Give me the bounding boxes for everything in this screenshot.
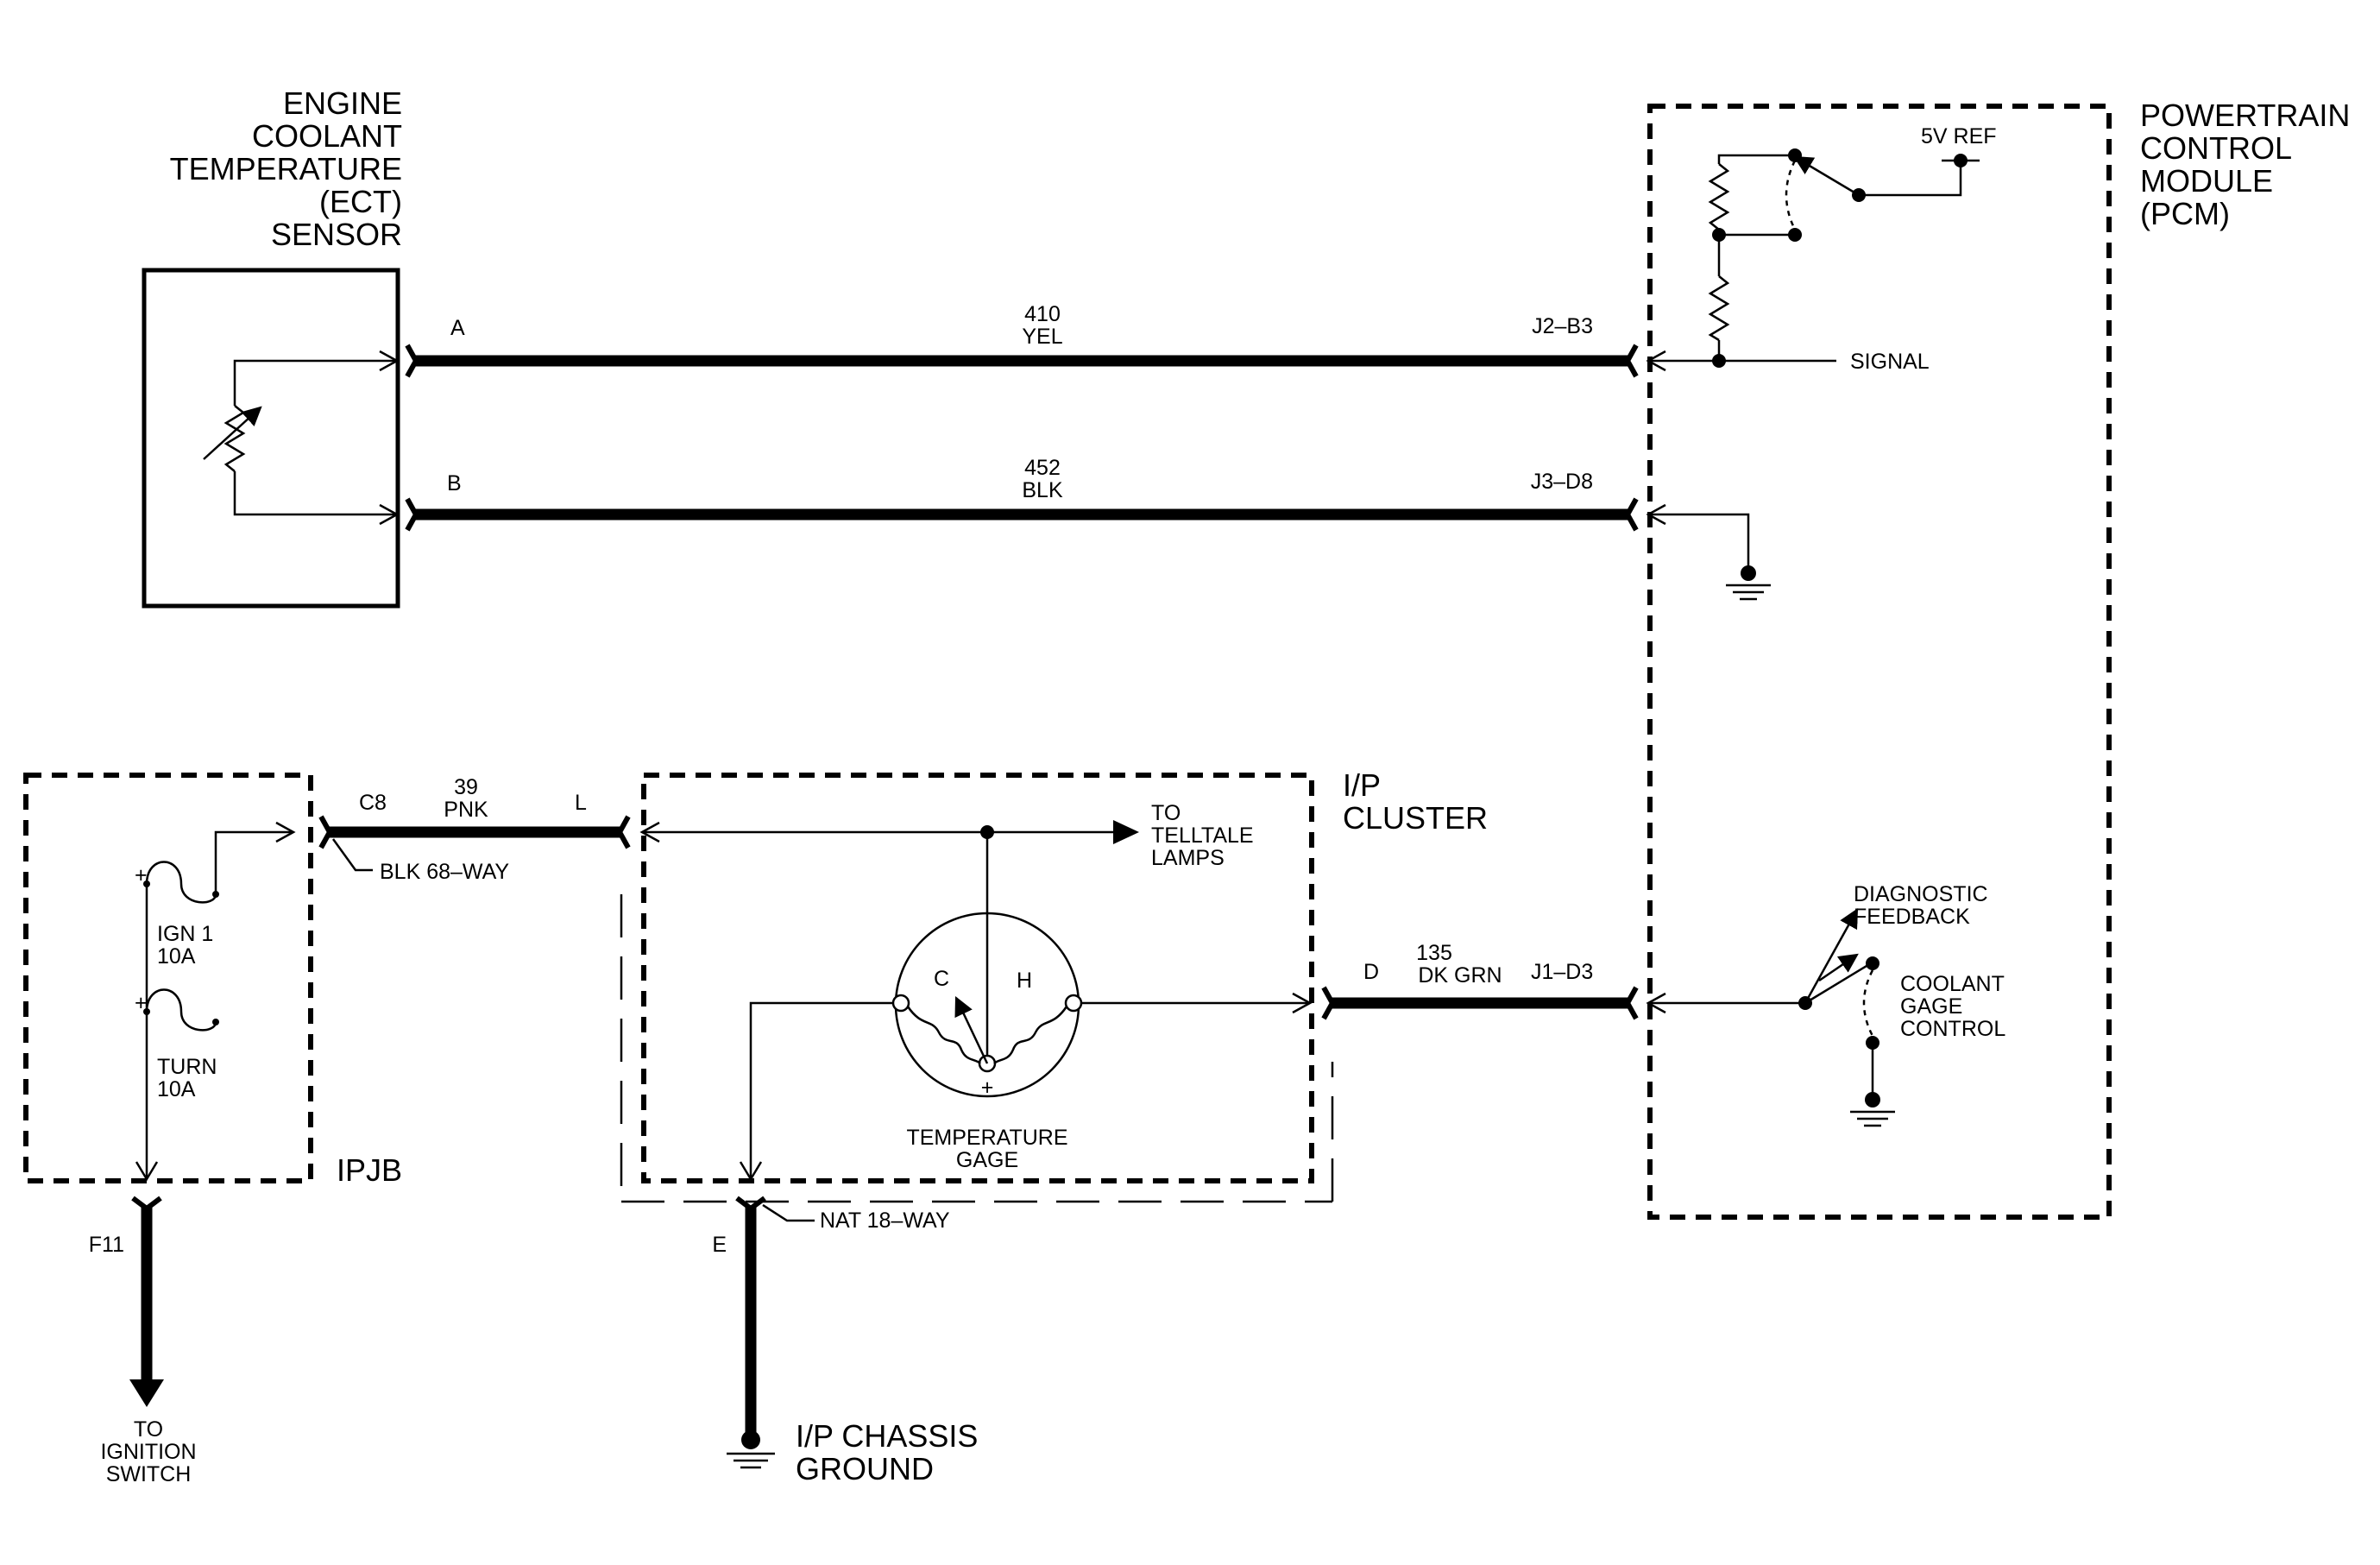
- wire-135-color: DK GRN: [1418, 963, 1502, 988]
- fuse2-label-2: 10A: [157, 1077, 196, 1101]
- ipjb-label: IPJB: [337, 1152, 402, 1188]
- wire-135-circuit: 135: [1416, 941, 1452, 965]
- wire-135-pin-right: J1–D3: [1531, 960, 1593, 984]
- ect-title-4: (ECT): [319, 184, 402, 219]
- wire-410: 410 YEL J2–B3: [405, 302, 1639, 378]
- pcm-5v-ref-label: 5V REF: [1921, 124, 1997, 148]
- cluster-label-2: CLUSTER: [1343, 800, 1488, 836]
- wire-452-circuit: 452: [1024, 456, 1061, 480]
- telltale-3: LAMPS: [1151, 846, 1225, 870]
- pcm-title-1: POWERTRAIN: [2140, 98, 2350, 133]
- wire-452-color: BLK: [1022, 478, 1063, 502]
- cluster-connector-label: NAT 18–WAY: [820, 1208, 950, 1233]
- ipjb-box: [23, 773, 313, 1183]
- ground-label-1: I/P CHASSIS: [796, 1418, 978, 1454]
- pcm-ground-symbol: [1646, 503, 1771, 601]
- pin-b-label: B: [447, 471, 462, 495]
- wire-135: D 135 DK GRN J1–D3: [1321, 941, 1639, 1020]
- ect-sensor-box: [142, 268, 400, 609]
- coolant-gage-control-switch: DIAGNOSTIC FEEDBACK COOLANT GAGE CONTROL: [1646, 882, 2005, 1127]
- ect-title-2: COOLANT: [252, 118, 402, 154]
- pcm-title-3: MODULE: [2140, 163, 2273, 199]
- ip-chassis-ground: NAT 18–WAY E I/P CHASSIS GROUND: [712, 1196, 978, 1486]
- wire-410-color: YEL: [1022, 325, 1062, 349]
- gage-control-2: GAGE: [1900, 994, 1962, 1019]
- pcm-title-2: CONTROL: [2140, 130, 2292, 166]
- fuse1-label-1: IGN 1: [157, 922, 213, 946]
- wire-39-circuit: 39: [454, 775, 478, 799]
- to-ignition-3: SWITCH: [106, 1462, 192, 1486]
- ect-title-5: SENSOR: [271, 217, 402, 252]
- pin-a-label: A: [450, 316, 465, 340]
- gage-label-2: GAGE: [956, 1148, 1018, 1172]
- ground-pin-label: E: [712, 1233, 727, 1257]
- ip-cluster: I/P CLUSTER TO TELLTALE LAMPS C H + TEMP…: [639, 767, 1488, 1183]
- diag-feedback-1: DIAGNOSTIC: [1854, 882, 1988, 906]
- gage-control-1: COOLANT: [1900, 972, 2005, 996]
- gage-control-3: CONTROL: [1900, 1017, 2005, 1041]
- fuse1-plus: +: [135, 863, 148, 887]
- gage-plus-label: +: [981, 1076, 994, 1100]
- ect-title-3: TEMPERATURE: [170, 151, 402, 186]
- wire-39-color: PNK: [444, 798, 488, 822]
- gage-h-label: H: [1017, 969, 1032, 993]
- wire-135-pin-left: D: [1363, 960, 1379, 984]
- pcm-title-4: (PCM): [2140, 196, 2230, 231]
- ect-sensor: ENGINE COOLANT TEMPERATURE (ECT) SENSOR …: [142, 85, 465, 609]
- pcm-signal-circuit: 5V REF SIGNAL: [1646, 124, 1997, 374]
- ipjb: IPJB + + IGN 1 10A TURN 10A F11 TO IGNIT…: [23, 773, 402, 1486]
- thermistor-symbol: [203, 350, 398, 526]
- wire-410-pcm-pin: J2–B3: [1532, 314, 1593, 338]
- gage-c-label: C: [934, 967, 949, 991]
- diag-feedback-2: FEEDBACK: [1854, 905, 1970, 929]
- pcm-box: [1647, 104, 2112, 1220]
- to-ignition-2: IGNITION: [100, 1440, 196, 1464]
- fuse2-label-1: TURN: [157, 1055, 217, 1079]
- cluster-connector-outline: [620, 894, 1334, 1203]
- pcm-signal-label: SIGNAL: [1850, 350, 1930, 374]
- to-ignition-1: TO: [134, 1417, 163, 1442]
- fuse1-label-2: 10A: [157, 944, 196, 969]
- wire-410-circuit: 410: [1024, 302, 1061, 326]
- gage-label-1: TEMPERATURE: [906, 1126, 1067, 1150]
- wire-452: 452 BLK J3–D8: [405, 456, 1639, 532]
- fuse2-plus: +: [135, 991, 148, 1015]
- cluster-box: [641, 773, 1314, 1183]
- telltale-1: TO: [1151, 801, 1181, 825]
- wire-39-pin-left: C8: [359, 791, 387, 815]
- wire-39-pin-right: L: [575, 791, 587, 815]
- wire-452-pcm-pin: J3–D8: [1531, 470, 1593, 494]
- ground-label-2: GROUND: [796, 1451, 934, 1486]
- cluster-label-1: I/P: [1343, 767, 1381, 803]
- ect-title-1: ENGINE: [283, 85, 402, 121]
- wire-39: C8 39 PNK L BLK 68–WAY: [318, 775, 631, 884]
- temperature-gage: C H + TEMPERATURE GAGE: [891, 912, 1083, 1172]
- pcm: POWERTRAIN CONTROL MODULE (PCM) 5V REF S…: [1646, 98, 2350, 1220]
- ipjb-connector-label: BLK 68–WAY: [380, 860, 509, 884]
- ipjb-out-pin: F11: [89, 1233, 124, 1257]
- telltale-2: TELLTALE: [1151, 824, 1254, 848]
